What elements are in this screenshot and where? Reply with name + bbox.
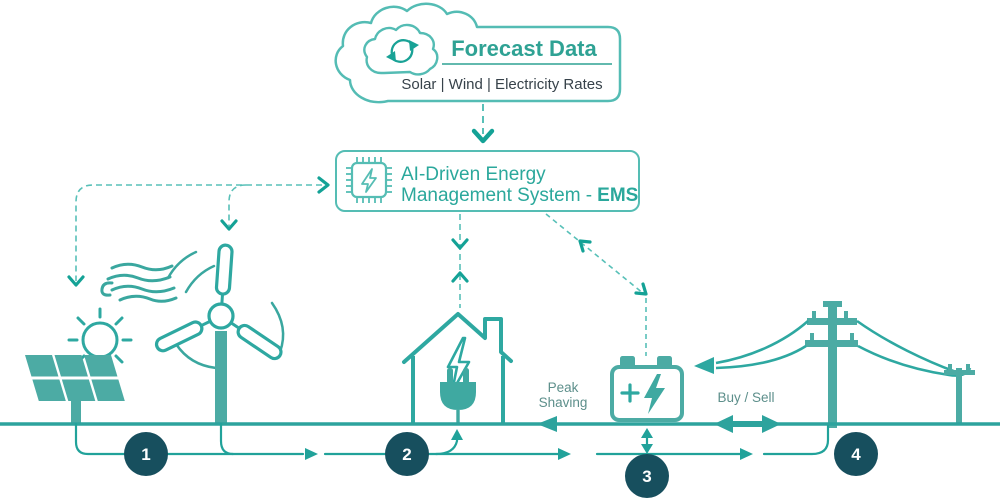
step-circle-4: 4 [834, 432, 878, 476]
house-icon [402, 312, 513, 424]
cloud-outline [334, 2, 622, 104]
buy-sell-label: Buy / Sell [717, 390, 774, 405]
solar-panel-icon [25, 355, 125, 424]
battery-icon [610, 356, 684, 422]
arrow-up-icon [451, 429, 463, 440]
arrow-right-icon [317, 176, 330, 194]
wind-icon [100, 262, 178, 303]
bolt-icon [446, 336, 471, 394]
arrow-left-icon [537, 416, 557, 432]
ems-title-line1: AI-Driven Energy [401, 164, 546, 185]
plug-icon [440, 368, 476, 424]
arrow-right-icon [740, 448, 753, 460]
forecast-subtitle: Solar | Wind | Electricity Rates [401, 76, 602, 93]
arrow-down-icon [451, 238, 469, 250]
forecast-cloud: Forecast Data Solar | Wind | Electricity… [334, 2, 622, 104]
arrow-down-right-icon [634, 282, 648, 296]
step-4-number: 4 [851, 445, 861, 464]
ems-title-line2: Management System -EMS [401, 185, 638, 206]
energy-route [74, 422, 830, 456]
arrow-down-icon [220, 219, 238, 231]
chip-icon [346, 157, 392, 203]
ems-to-renewables-connector [75, 184, 322, 281]
step-2-number: 2 [402, 445, 411, 464]
arrow-left-icon [714, 415, 733, 433]
bolt-icon [644, 374, 665, 414]
energy-route-arrows [305, 428, 753, 460]
arrow-up-left-icon [578, 239, 592, 253]
small-pole [944, 364, 975, 424]
arrow-down-icon [471, 128, 495, 144]
plus-icon [620, 383, 640, 403]
arrow-right-icon [762, 415, 781, 433]
step-circle-3: 3 [625, 454, 669, 498]
ems-box: AI-Driven Energy Management System -EMS [335, 150, 640, 212]
step-3-number: 3 [642, 467, 651, 486]
arrow-down-icon [67, 275, 85, 287]
step-circle-2: 2 [385, 432, 429, 476]
step-1-number: 1 [141, 445, 150, 464]
arrow-up-icon [641, 428, 653, 438]
arrow-down-icon [641, 444, 653, 454]
arrow-up-icon [451, 271, 469, 283]
wind-turbine-icon [154, 243, 285, 424]
ems-to-battery-connector [545, 213, 648, 356]
power-grid-icon [694, 301, 975, 428]
step-circle-1: 1 [124, 432, 168, 476]
buy-sell-flow: Buy / Sell [714, 390, 781, 433]
power-lines [715, 319, 972, 377]
arrow-right-icon [558, 448, 571, 460]
arrow-left-icon [694, 357, 714, 374]
renewables-connector-arrows [67, 176, 330, 287]
forecast-title: Forecast Data [451, 36, 597, 61]
arrow-right-icon [305, 448, 318, 460]
cloud-to-ems-connector [471, 104, 495, 144]
bolt-icon [361, 168, 377, 193]
ems-to-house-connector [451, 214, 469, 308]
cloud-sync-icon [363, 23, 439, 76]
